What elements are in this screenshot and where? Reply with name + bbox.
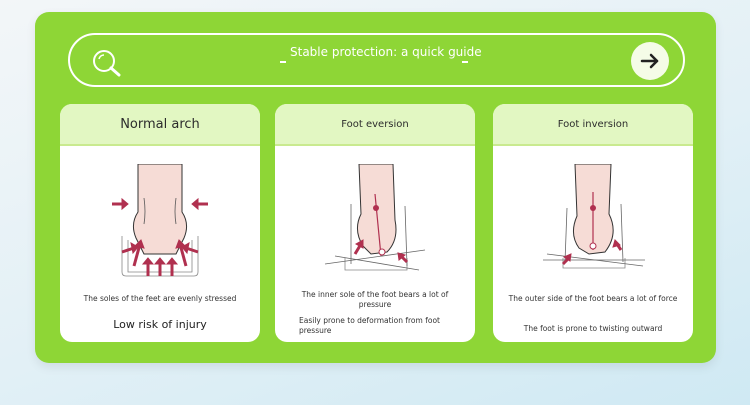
search-bar[interactable]: Stable protection: a quick guide <box>68 33 685 87</box>
card-foot-eversion: Foot eversion The inner sole of the foot… <box>275 104 475 342</box>
card-title: Foot inversion <box>493 104 693 146</box>
card-result: Easily prone to deformation from foot pr… <box>299 316 440 335</box>
go-button[interactable] <box>631 42 669 80</box>
page-title: Stable protection: a quick guide <box>290 45 482 59</box>
foot-eversion-illustration <box>324 164 426 271</box>
card-result: The foot is prone to twisting outward <box>523 324 663 333</box>
card-caption: The outer side of the foot bears a lot o… <box>508 294 678 303</box>
card-foot-inversion: Foot inversion The outer side of the foo… <box>493 104 693 342</box>
card-caption: The inner sole of the foot bears a lot o… <box>301 290 449 309</box>
card-normal-arch: Normal arch The soles of the feet are ev… <box>60 104 260 342</box>
title-dash-left <box>280 61 286 63</box>
normal-arch-foot-illustration <box>112 164 208 277</box>
card-title: Normal arch <box>60 104 260 146</box>
arrow-right-icon <box>640 53 659 69</box>
foot-inversion-illustration <box>543 164 645 269</box>
guide-panel: Stable protection: a quick guide Normal … <box>35 12 716 363</box>
search-icon[interactable] <box>90 47 126 79</box>
card-title: Foot eversion <box>275 104 475 146</box>
card-caption: The soles of the feet are evenly stresse… <box>83 294 237 303</box>
card-result: Low risk of injury <box>113 318 207 331</box>
title-dash-right <box>462 61 468 63</box>
